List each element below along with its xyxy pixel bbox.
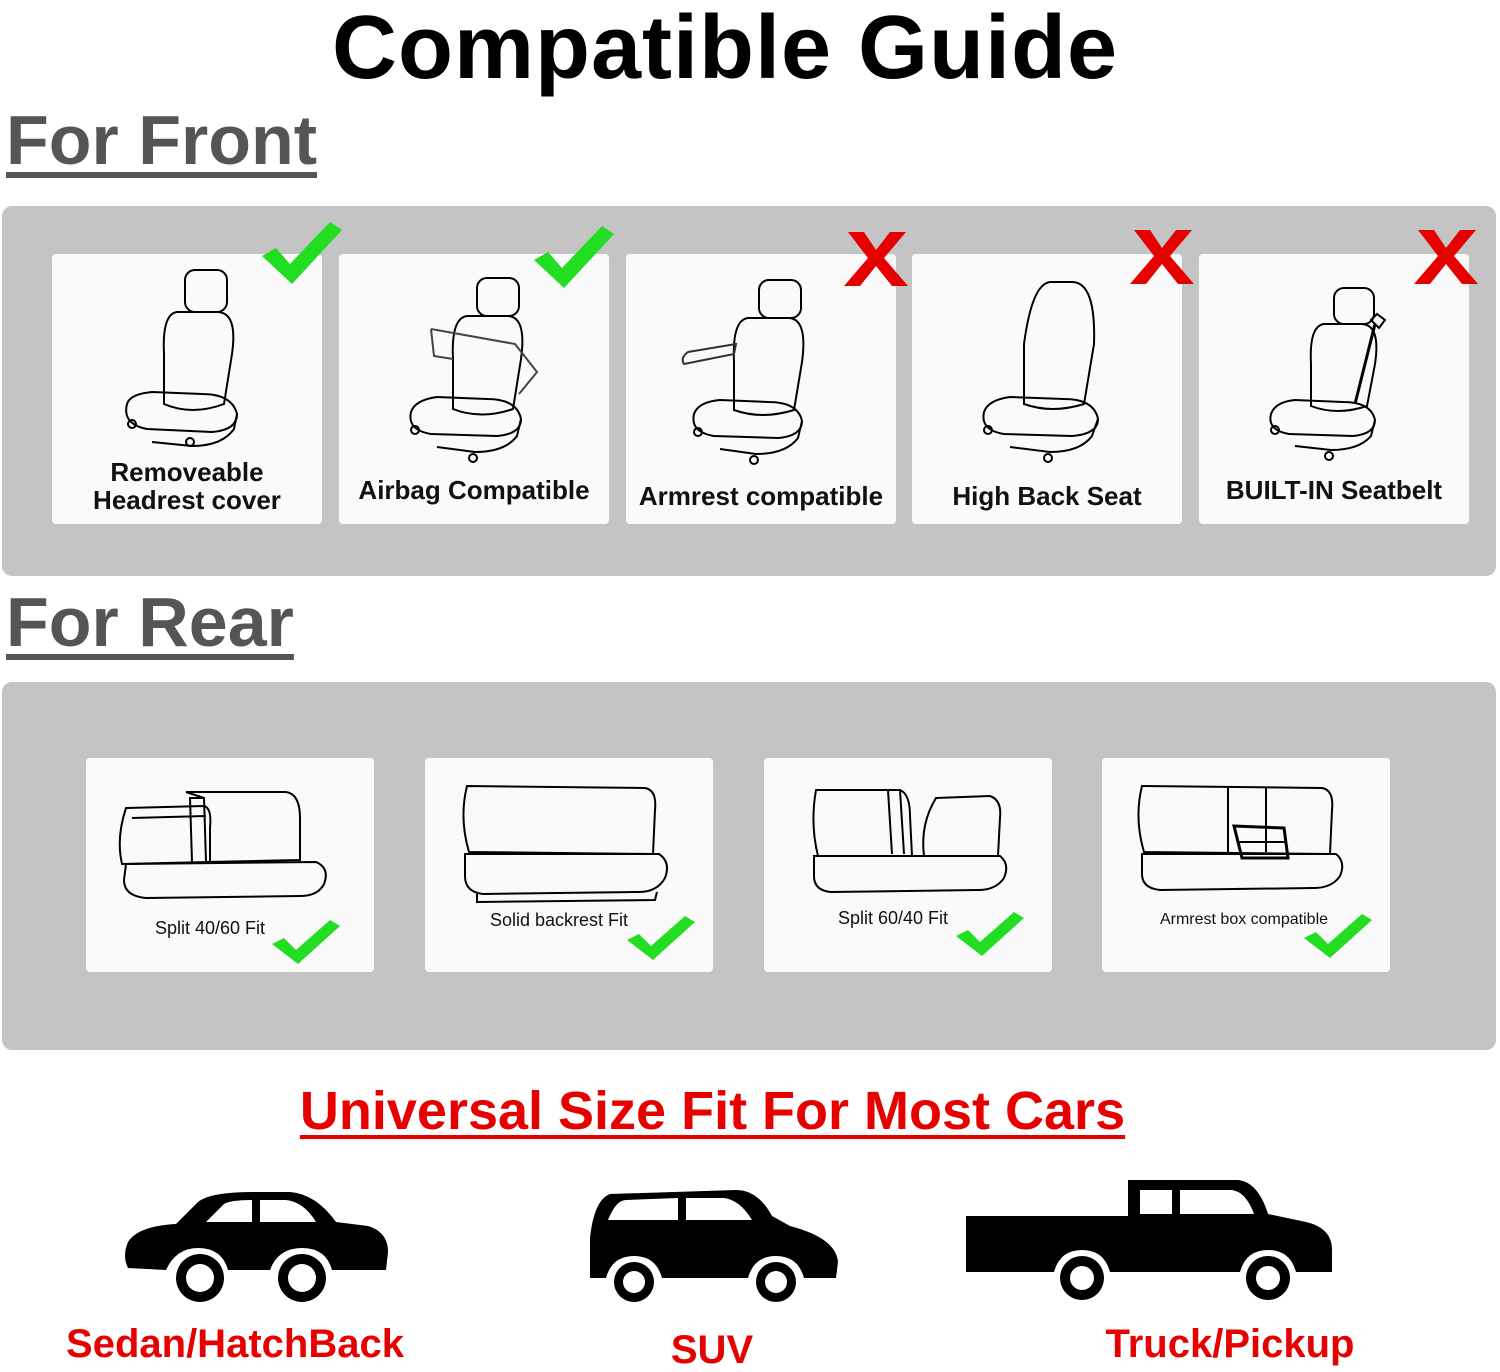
card-label: Solid backrest Fit [489, 910, 629, 930]
headrest-seat-icon [125, 269, 239, 448]
front-section-heading: For Front [6, 101, 318, 179]
rear-card-armrest-box: Armrest box compatible [1102, 758, 1390, 972]
front-card-removeable-headrest: Removeable Headrest cover [52, 254, 322, 524]
armrest-seat-icon [681, 279, 805, 465]
universal-fit-heading: Universal Size Fit For Most Cars [299, 1081, 1126, 1141]
sedan-label: Sedan/HatchBack [66, 1322, 404, 1366]
rear-section-heading: For Rear [6, 583, 294, 661]
card-label: Split 40/60 Fit [154, 918, 266, 938]
front-card-airbag-compatible: Airbag Compatible [339, 254, 609, 524]
truck-icon [966, 1180, 1332, 1300]
card-label: BUILT-IN Seatbelt [1225, 475, 1443, 505]
armrest-box-bench-icon [1137, 784, 1344, 892]
suv-label: SUV [670, 1328, 754, 1372]
card-label: Split 60/40 Fit [837, 908, 949, 928]
card-label: Armrest compatible [638, 481, 884, 511]
front-card-high-back-seat: High Back Seat [912, 254, 1182, 524]
suv-icon [590, 1190, 838, 1302]
high-back-seat-icon [982, 281, 1100, 463]
card-label: Airbag Compatible [358, 475, 590, 505]
cross-icon [1414, 230, 1478, 284]
check-icon [262, 222, 342, 284]
front-card-armrest-compatible: Armrest compatible [626, 254, 896, 524]
page-title: Compatible Guide [331, 0, 1119, 98]
airbag-seat-icon [409, 277, 539, 463]
check-icon [272, 920, 340, 964]
split-bench-icon [812, 789, 1008, 894]
rear-card-split-60-40: Split 60/40 Fit [764, 758, 1052, 972]
check-icon [534, 226, 614, 288]
check-icon [1304, 914, 1372, 958]
check-icon [956, 912, 1024, 956]
truck-label: Truck/Pickup [1105, 1322, 1355, 1366]
sedan-icon [125, 1192, 388, 1302]
rear-card-solid-backrest: Solid backrest Fit [425, 758, 713, 972]
solid-bench-icon [462, 784, 668, 904]
check-icon [627, 916, 695, 960]
split-bench-icon [118, 791, 327, 900]
front-card-built-in-seatbelt: BUILT-IN Seatbelt [1199, 254, 1469, 524]
cross-icon [844, 232, 908, 286]
card-label: Removeable Headrest cover [93, 457, 281, 515]
seatbelt-seat-icon [1269, 287, 1387, 461]
card-label: Armrest box compatible [1159, 911, 1329, 928]
rear-card-split-40-60: Split 40/60 Fit [86, 758, 374, 972]
cross-icon [1130, 230, 1194, 284]
card-label: High Back Seat [952, 481, 1142, 511]
